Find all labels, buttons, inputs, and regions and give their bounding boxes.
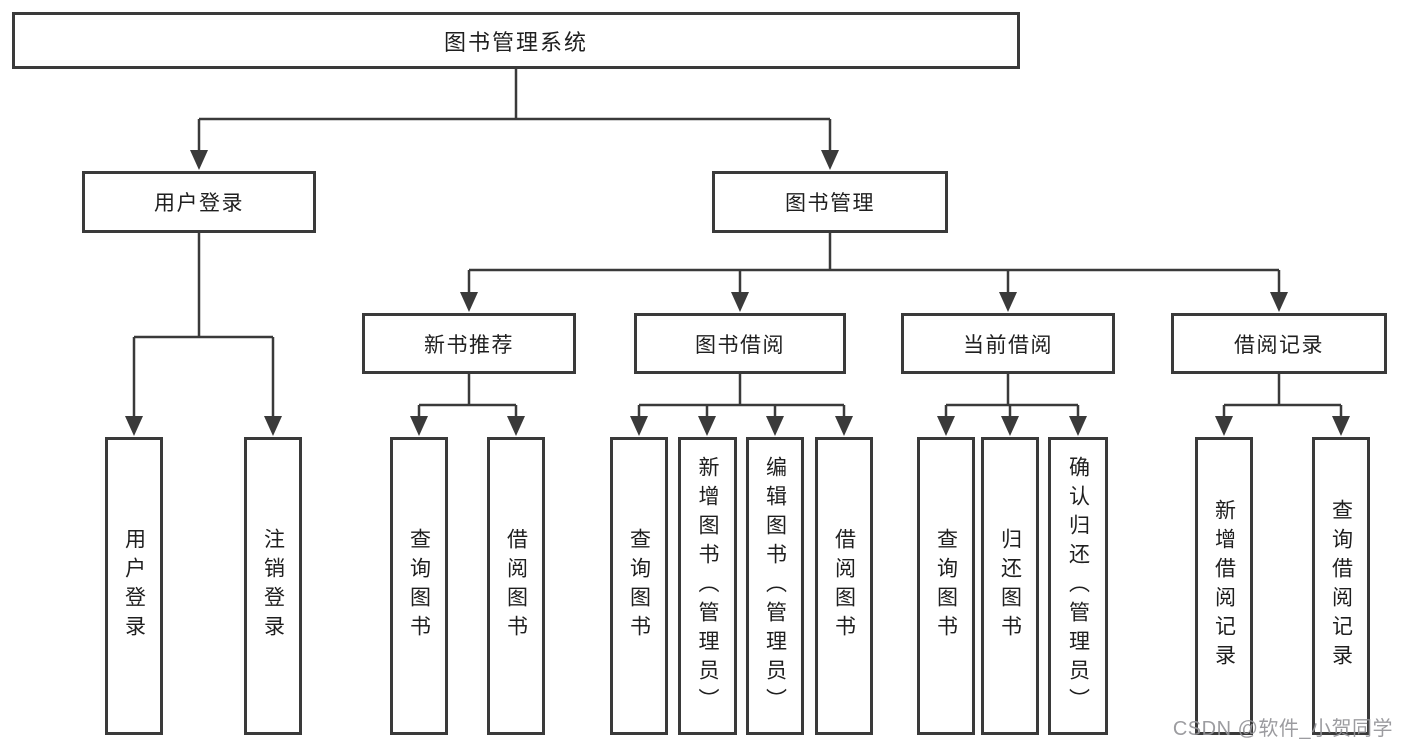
leaf-logout: 注销登录 — [244, 437, 302, 735]
leaf-confirm-return-admin: 确认归还（管理员） — [1048, 437, 1108, 735]
leaf-user-login: 用户登录 — [105, 437, 163, 735]
node-label: 查询借阅记录 — [1329, 499, 1353, 673]
node-label: 归还图书 — [998, 528, 1022, 644]
leaf-edit-books-admin: 编辑图书（管理员） — [746, 437, 804, 735]
leaf-borrow-books-recommend: 借阅图书 — [487, 437, 545, 735]
leaf-query-books-current: 查询图书 — [917, 437, 975, 735]
node-label: 查询图书 — [627, 528, 651, 644]
node-label: 注销登录 — [261, 528, 285, 644]
node-label: 查询图书 — [934, 528, 958, 644]
node-book-management: 图书管理 — [712, 171, 948, 233]
leaf-return-books: 归还图书 — [981, 437, 1039, 735]
node-current-borrowing: 当前借阅 — [901, 313, 1115, 374]
node-label: 用户登录 — [122, 528, 146, 644]
node-label: 借阅图书 — [832, 528, 856, 644]
node-label: 借阅图书 — [504, 528, 528, 644]
leaf-borrow-books-borrowing: 借阅图书 — [815, 437, 873, 735]
node-user-login: 用户登录 — [82, 171, 316, 233]
node-label: 图书管理 — [785, 192, 875, 215]
node-label: 查询图书 — [407, 528, 431, 644]
node-library-system: 图书管理系统 — [12, 12, 1020, 69]
node-new-book-recommend: 新书推荐 — [362, 313, 576, 374]
node-borrowing-records: 借阅记录 — [1171, 313, 1387, 374]
csdn-watermark: CSDN @软件_小贺同学 — [1172, 718, 1393, 740]
node-label: 新增借阅记录 — [1212, 499, 1236, 673]
leaf-query-books-recommend: 查询图书 — [390, 437, 448, 735]
arrowhead-icons — [125, 150, 1350, 436]
leaf-add-books-admin: 新增图书（管理员） — [678, 437, 737, 735]
leaf-add-borrow-record: 新增借阅记录 — [1195, 437, 1253, 735]
leaf-query-borrow-record: 查询借阅记录 — [1312, 437, 1370, 735]
node-label: 图书借阅 — [695, 333, 785, 357]
node-book-borrowing: 图书借阅 — [634, 313, 846, 374]
node-label: 图书管理系统 — [443, 29, 588, 55]
node-label: 编辑图书（管理员） — [763, 455, 787, 717]
node-label: 用户登录 — [154, 192, 244, 215]
node-label: 新增图书（管理员） — [696, 455, 719, 717]
node-label: 当前借阅 — [963, 333, 1053, 357]
node-label: 借阅记录 — [1234, 333, 1324, 357]
node-label: 新书推荐 — [424, 333, 514, 357]
node-label: 确认归还（管理员） — [1066, 455, 1090, 717]
leaf-query-books-borrowing: 查询图书 — [610, 437, 668, 735]
